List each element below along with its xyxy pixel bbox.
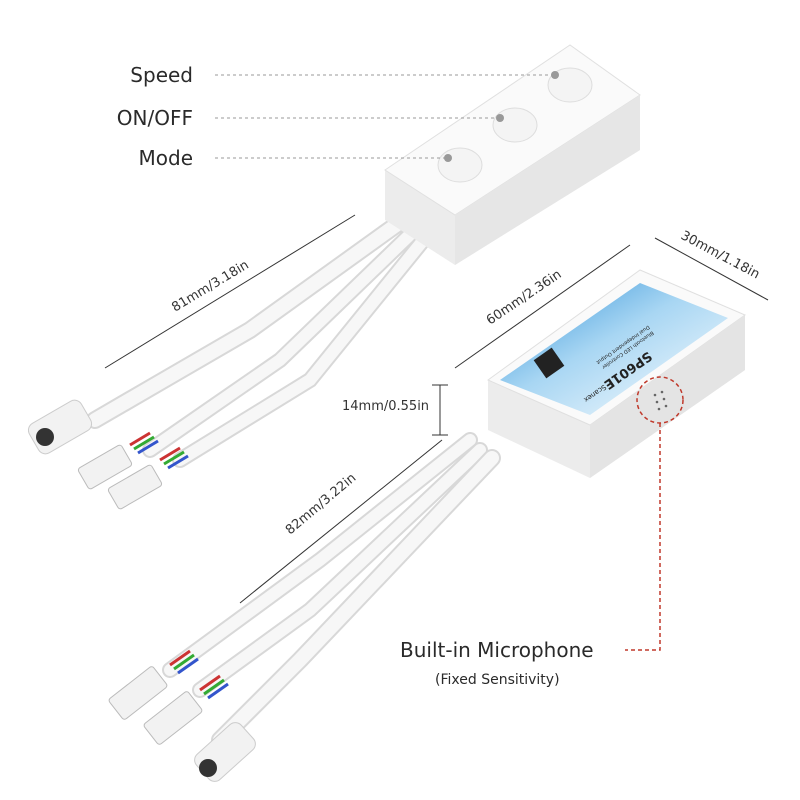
microphone-callout <box>625 376 684 651</box>
power-button[interactable] <box>492 107 538 143</box>
controller-width-dimension: 30mm/1.18in <box>678 228 762 282</box>
speed-button[interactable] <box>547 67 593 103</box>
dc-jack-icon <box>36 428 54 446</box>
on-off-label: ON/OFF <box>117 106 193 130</box>
mode-button[interactable] <box>437 147 483 183</box>
controller-connectors <box>108 649 256 782</box>
remote-body <box>384 44 641 265</box>
microphone-title: Built-in Microphone <box>400 638 594 662</box>
microphone-subtitle: (Fixed Sensitivity) <box>435 672 560 688</box>
controller-cables <box>162 432 501 749</box>
speed-label: Speed <box>130 63 193 87</box>
microphone-holes <box>653 390 668 411</box>
remote-connectors <box>27 399 189 510</box>
dc-jack-icon <box>199 759 217 777</box>
mode-label: Mode <box>139 146 194 170</box>
controller-body: SP601E Bluetooth LED Controller Dual Ind… <box>487 269 747 478</box>
remote-cables <box>86 206 438 468</box>
remote-cable-dimension: 81mm/3.18in <box>169 258 251 316</box>
product-label <box>500 283 728 415</box>
dimension-lines <box>104 214 769 604</box>
controller-height-dimension: 14mm/0.55in <box>342 399 429 414</box>
qr-code-icon <box>533 347 565 379</box>
callout-lines <box>215 71 559 162</box>
